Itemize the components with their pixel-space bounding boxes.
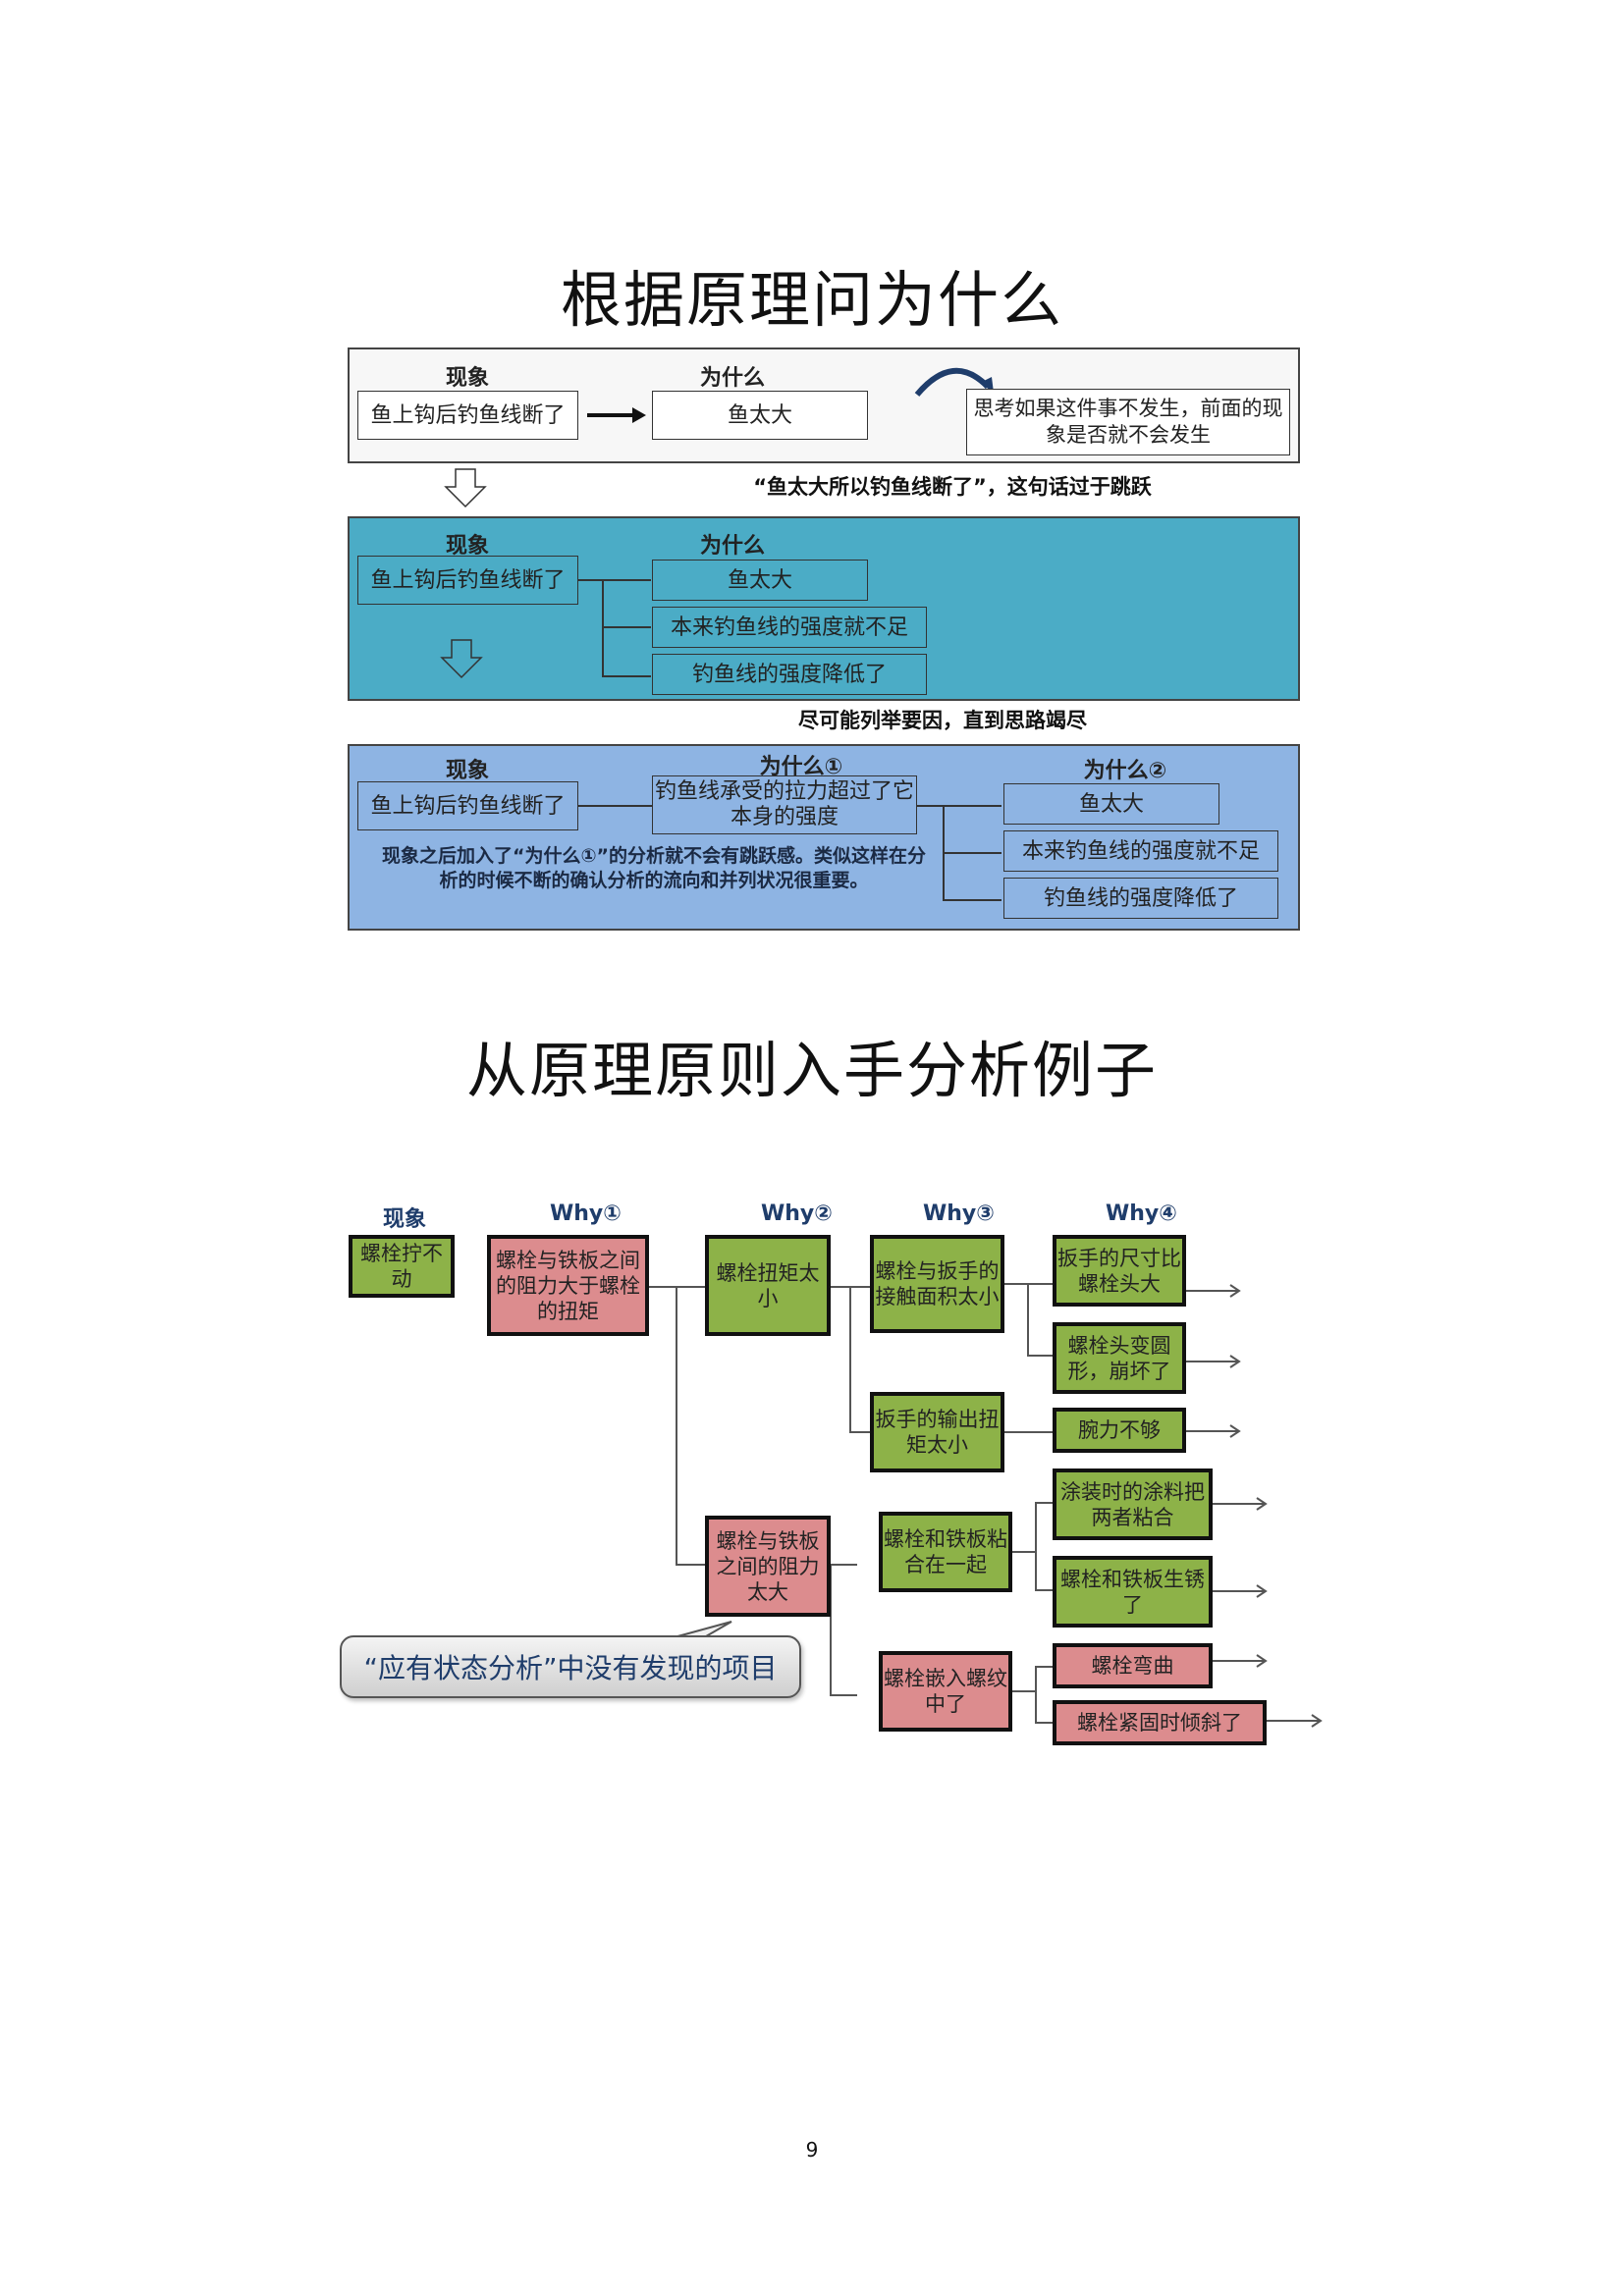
node-why3-b: 扳手的输出扭矩太小 (870, 1392, 1004, 1472)
header-phenomenon: 现象 (445, 534, 489, 559)
connector (1035, 1589, 1055, 1591)
why2-box-2: 本来钓鱼线的强度就不足 (1003, 830, 1278, 872)
phenomenon-box: 鱼上钩后钓鱼线断了 (357, 391, 578, 440)
header-why: 为什么 (699, 366, 765, 391)
header-why-4: Why④ (1106, 1201, 1177, 1226)
arrow-right-icon (1183, 1284, 1241, 1298)
node-why4-e: 螺栓和铁板生锈了 (1053, 1556, 1213, 1628)
connector (1035, 1722, 1055, 1724)
explanation-text: 现象之后加入了“为什么①”的分析就不会有跳跃感。类似这样在分析的时候不断的确认分… (381, 845, 927, 891)
connector (578, 579, 602, 581)
why-box-2: 本来钓鱼线的强度就不足 (652, 607, 927, 648)
connector (1035, 1502, 1055, 1504)
connector (830, 1694, 857, 1696)
callout-unfound-items: “应有状态分析”中没有发现的项目 (340, 1635, 801, 1698)
why2-box-3: 钓鱼线的强度降低了 (1003, 878, 1278, 919)
header-phenomenon: 现象 (383, 1207, 427, 1232)
arrow-right-icon (1210, 1497, 1268, 1511)
header-why-3: Why③ (923, 1201, 995, 1226)
panel-list-causes: 现象 为什么 鱼上钩后钓鱼线断了 鱼太大 本来钓鱼线的强度就不足 钓鱼线的强度降… (348, 516, 1300, 701)
node-why2-a: 螺栓扭矩太小 (705, 1235, 831, 1336)
connector (1011, 1551, 1035, 1553)
phenomenon-box: 鱼上钩后钓鱼线断了 (357, 781, 578, 830)
down-arrow-icon (440, 639, 483, 679)
node-why1: 螺栓与铁板之间的阻力大于螺栓的扭矩 (487, 1235, 649, 1336)
arrow-right-icon (1183, 1355, 1241, 1368)
section1-title: 根据原理问为什么 (560, 264, 1063, 336)
why-box-3: 钓鱼线的强度降低了 (652, 654, 927, 695)
connector (849, 1431, 871, 1433)
node-why4-d: 涂装时的涂料把两者粘合 (1053, 1468, 1213, 1540)
connector (1011, 1690, 1035, 1692)
connector (1027, 1355, 1055, 1357)
node-why4-a: 扳手的尺寸比螺栓头大 (1053, 1235, 1186, 1307)
panel-jump-example: 现象 为什么 鱼上钩后钓鱼线断了 鱼太大 思考如果这件事不发生，前面的现象是否就… (348, 347, 1300, 463)
node-why4-f: 螺栓弯曲 (1053, 1643, 1213, 1688)
connector (1003, 1283, 1027, 1285)
connector (830, 1286, 849, 1288)
node-why2-b: 螺栓与铁板之间的阻力太大 (705, 1516, 831, 1617)
header-phenomenon: 现象 (445, 759, 489, 783)
connector (602, 579, 651, 581)
connector (676, 1286, 677, 1566)
note-exhaust-causes: 尽可能列举要因，直到思路竭尽 (798, 709, 1087, 732)
connector (1035, 1666, 1055, 1668)
connector (917, 805, 943, 807)
why-box: 鱼太大 (652, 391, 868, 440)
connector (830, 1564, 832, 1696)
arrow-right-icon (1183, 1424, 1241, 1438)
connector (676, 1286, 705, 1288)
connector (602, 626, 651, 628)
node-why3-c: 螺栓和铁板粘合在一起 (879, 1512, 1012, 1592)
node-why3-d: 螺栓嵌入螺纹中了 (879, 1651, 1012, 1732)
node-why4-c: 腕力不够 (1053, 1408, 1186, 1453)
arrow-right-icon (1210, 1584, 1268, 1598)
connector (648, 1286, 676, 1288)
arrow-right-icon (587, 407, 646, 423)
connector (943, 852, 1001, 854)
why2-box-1: 鱼太大 (1003, 783, 1219, 825)
node-why4-g: 螺栓紧固时倾斜了 (1053, 1700, 1267, 1745)
connector (1035, 1502, 1037, 1590)
header-why-1: Why① (550, 1201, 622, 1226)
connector (1003, 1431, 1055, 1433)
header-phenomenon: 现象 (445, 366, 489, 391)
connector (943, 899, 1001, 901)
note-too-jumpy: “鱼太大所以钓鱼线断了”，这句话过于跳跃 (753, 475, 1152, 499)
connector (849, 1286, 871, 1288)
header-why-2: 为什么② (1083, 759, 1167, 783)
panel-why-chain: 现象 为什么① 为什么② 鱼上钩后钓鱼线断了 钓鱼线承受的拉力超过了它本身的强度… (348, 744, 1300, 931)
node-phenomenon: 螺栓拧不动 (349, 1235, 455, 1298)
header-why: 为什么 (699, 534, 765, 559)
connector (676, 1564, 705, 1566)
node-why4-b: 螺栓头变圆形，崩坏了 (1053, 1322, 1186, 1394)
connector (602, 675, 651, 677)
why1-box: 钓鱼线承受的拉力超过了它本身的强度 (652, 775, 917, 834)
node-why3-a: 螺栓与扳手的接触面积太小 (870, 1235, 1004, 1333)
connector (943, 805, 1001, 807)
arrow-right-icon (1265, 1714, 1323, 1728)
thought-box: 思考如果这件事不发生，前面的现象是否就不会发生 (966, 389, 1290, 455)
header-why-1: 为什么① (759, 755, 843, 779)
section2-title: 从原理原则入手分析例子 (465, 1035, 1158, 1106)
why-box-1: 鱼太大 (652, 560, 868, 601)
page-number: 9 (805, 2138, 819, 2162)
connector (1027, 1283, 1055, 1285)
connector (578, 805, 652, 807)
connector (1027, 1283, 1029, 1357)
arrow-right-icon (1210, 1654, 1268, 1668)
connector (849, 1286, 851, 1433)
connector (1035, 1666, 1037, 1723)
down-arrow-icon (444, 468, 487, 508)
phenomenon-box: 鱼上钩后钓鱼线断了 (357, 556, 578, 605)
connector (830, 1564, 857, 1566)
header-why-2: Why② (761, 1201, 833, 1226)
